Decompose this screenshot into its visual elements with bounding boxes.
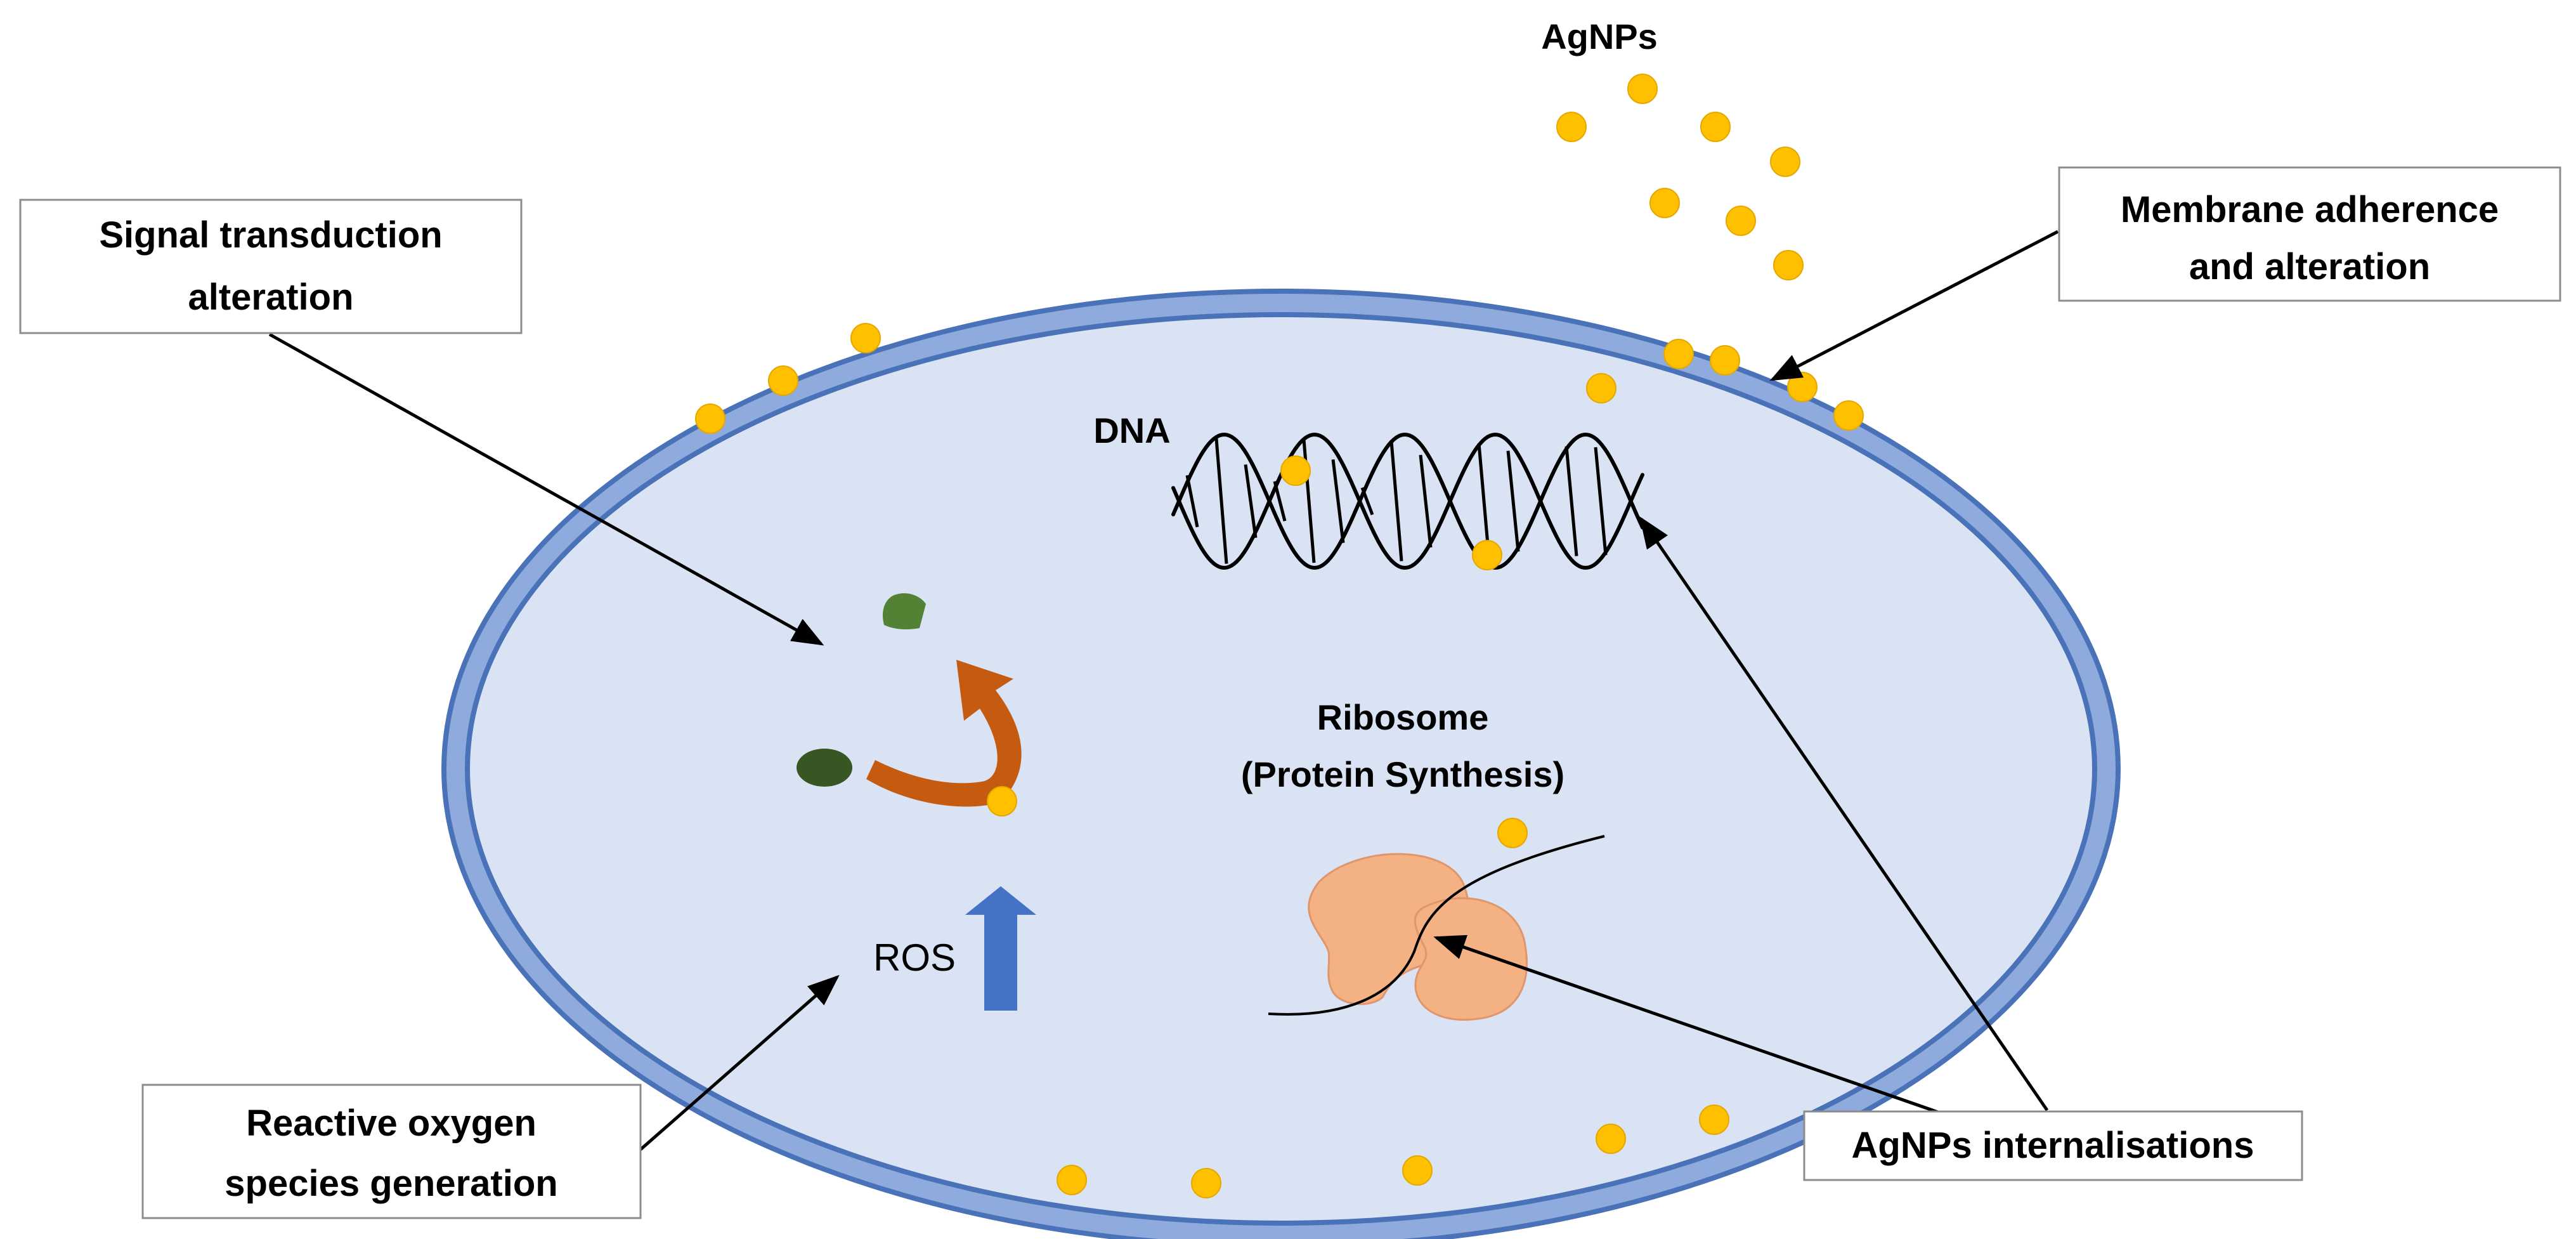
nanoparticle — [987, 786, 1017, 816]
nanoparticle — [1497, 818, 1528, 848]
internalisation-pointer-ribosome — [1433, 934, 1997, 1134]
internalisation-callout-box — [1803, 1110, 2303, 1181]
dna-label: DNA — [1093, 410, 1170, 450]
nanoparticle — [1710, 345, 1740, 376]
ros-callout-line2: species generation — [224, 1163, 557, 1204]
dna-base-pair — [1389, 441, 1403, 561]
ros-callout: Reactive oxygen species generation — [141, 1084, 642, 1219]
mrna-strand — [1268, 835, 1605, 1016]
nanoparticle — [1627, 74, 1658, 104]
signal-callout: Signal transduction alteration — [19, 199, 523, 334]
dna-strand-a — [1171, 432, 1644, 570]
dna-base-pair — [1419, 454, 1433, 548]
transduction-arrow — [866, 660, 1022, 807]
membrane-callout-line1: Membrane adherence — [2121, 189, 2499, 230]
nanoparticle — [1649, 188, 1680, 218]
cytoplasm — [465, 312, 2097, 1226]
nanoparticle — [1700, 112, 1731, 142]
agnps-label: AgNPs — [1541, 16, 1658, 56]
dna-base-pair — [1594, 447, 1608, 556]
internalisation-callout-text: AgNPs internalisations — [1852, 1125, 2254, 1166]
ribosome-label: Ribosome — [1317, 697, 1489, 737]
ros-pointer — [639, 974, 840, 1151]
dna-base-pair — [1214, 438, 1228, 564]
nanoparticle — [1402, 1155, 1433, 1186]
nanoparticle — [1726, 206, 1756, 236]
nanoparticle — [1663, 339, 1694, 369]
silver-nanoparticles — [695, 74, 1864, 1198]
nanoparticle — [1191, 1168, 1221, 1198]
signal-callout-line1: Signal transduction — [99, 214, 442, 256]
dna-strand-b — [1171, 432, 1644, 570]
dna-base-pair — [1477, 443, 1491, 560]
signal-pointer — [268, 332, 824, 646]
ribosome-small-subunit — [1414, 897, 1528, 1021]
dna-base-pair — [1185, 475, 1199, 528]
nanoparticle — [1833, 400, 1864, 431]
membrane-pointer — [1769, 230, 2059, 381]
nanoparticle — [1586, 373, 1617, 403]
bacterial-cell — [441, 289, 2121, 1239]
nanoparticle — [1787, 372, 1818, 402]
nanoparticle — [695, 403, 725, 434]
internalisation-pointer-dna — [1639, 516, 2049, 1111]
membrane-callout-line2: and alteration — [2189, 246, 2430, 287]
signal-molecule-light — [882, 593, 926, 630]
membrane-callout: Membrane adherence and alteration — [2058, 166, 2561, 302]
nanoparticle — [1773, 250, 1804, 280]
signal-callout-line2: alteration — [188, 277, 353, 318]
ros-callout-line1: Reactive oxygen — [246, 1103, 537, 1144]
signal-molecule-dark — [797, 749, 852, 787]
ribosome — [1268, 835, 1605, 1021]
nanoparticle — [1770, 147, 1800, 177]
dna-base-pair — [1360, 487, 1374, 516]
nanoparticle — [1472, 540, 1502, 570]
dna-base-pair — [1331, 459, 1345, 543]
nanoparticle — [1057, 1165, 1087, 1195]
ribosome-sublabel: (Protein Synthesis) — [1241, 754, 1564, 794]
dna-base-pairs — [1185, 438, 1608, 564]
dna-base-pair — [1244, 464, 1258, 539]
nanoparticle — [1556, 112, 1587, 142]
ros-callout-box — [141, 1084, 642, 1219]
ros-up-arrow — [965, 886, 1036, 1011]
dna-base-pair — [1273, 481, 1287, 521]
dna-base-pair — [1506, 450, 1520, 552]
internalisation-callout: AgNPs internalisations — [1803, 1110, 2303, 1181]
nanoparticle — [1280, 456, 1311, 486]
signal-transduction-pathway — [797, 593, 1036, 1011]
membrane-callout-box — [2058, 166, 2561, 302]
nanoparticle — [768, 365, 798, 396]
nanoparticle — [1596, 1124, 1626, 1154]
pointer-arrows — [268, 230, 2059, 1151]
nanoparticle — [1699, 1105, 1729, 1135]
dna-base-pair — [1564, 446, 1578, 556]
nanoparticle — [850, 323, 881, 353]
signal-callout-box — [19, 199, 523, 334]
ros-label: ROS — [873, 936, 956, 979]
dna-helix — [1171, 432, 1644, 570]
